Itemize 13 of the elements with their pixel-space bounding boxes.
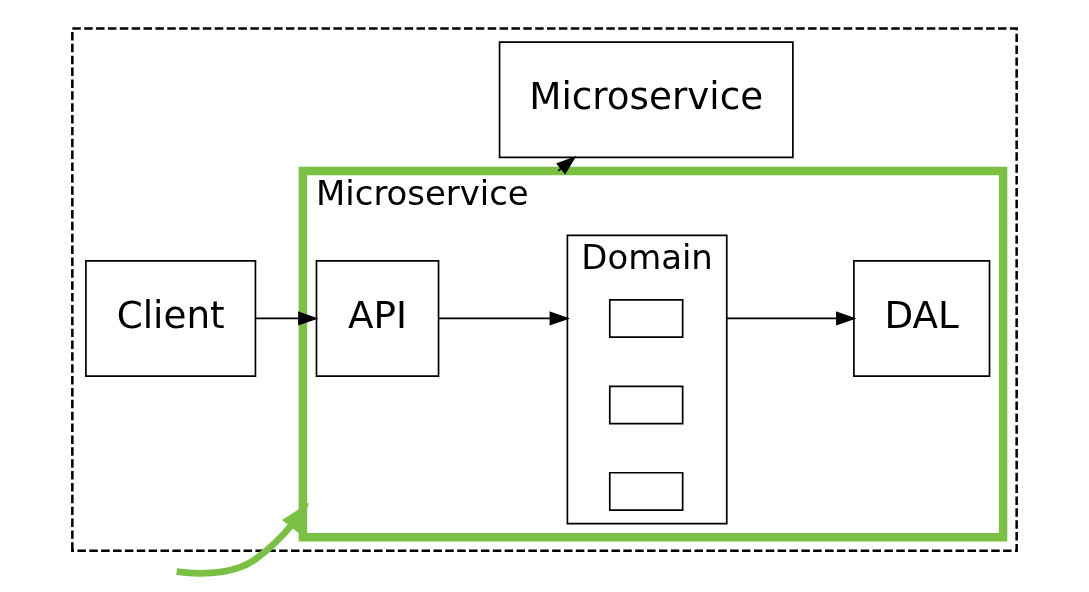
node-box: DAL bbox=[853, 259, 991, 377]
cluster: Domain bbox=[566, 234, 728, 525]
node-box bbox=[608, 298, 684, 338]
cluster bbox=[71, 27, 1018, 552]
arrow bbox=[176, 502, 310, 577]
arrow bbox=[725, 311, 857, 326]
node-box: Client bbox=[85, 259, 257, 377]
arrow bbox=[254, 311, 319, 326]
node-box: API bbox=[315, 259, 440, 377]
node-box: Microservice bbox=[498, 41, 794, 159]
node-box bbox=[608, 471, 684, 511]
arrow bbox=[437, 311, 570, 326]
node-box bbox=[608, 385, 684, 425]
